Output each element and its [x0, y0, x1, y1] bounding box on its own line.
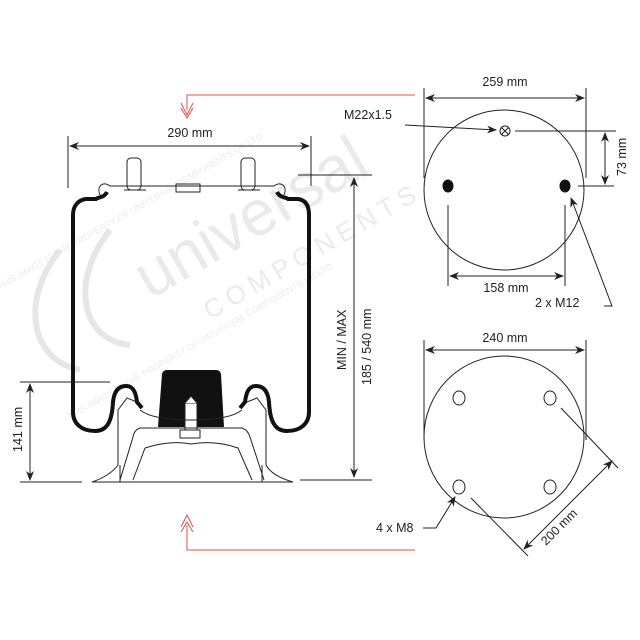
offset-label: 73 mm: [615, 138, 629, 176]
piston-height-dimension: 141 mm: [11, 381, 110, 483]
air-fitting-label: M22x1.5: [344, 108, 392, 122]
bolt-hole: [543, 390, 557, 406]
top-diameter-label: 259 mm: [482, 75, 527, 89]
stud-hole-right: [559, 179, 571, 193]
height-dimension: MIN / MAX 185 / 540 mm: [298, 174, 374, 481]
air-fitting: [175, 183, 201, 193]
bolt-circle-label: 200 mm: [538, 506, 580, 548]
bolt-hole: [452, 479, 466, 495]
studs-label: 2 x M12: [535, 296, 580, 310]
width-label: 290 mm: [167, 126, 212, 140]
height-label: 185 / 540 mm: [360, 309, 374, 385]
bolt-hole: [452, 390, 466, 406]
piston-height-label: 141 mm: [11, 407, 25, 452]
top-red-arrow: [180, 94, 415, 119]
bolts-label: 4 x M8: [376, 521, 414, 535]
top-plate-view: 259 mm M22x1.5 73 mm 158 mm 2 x M12: [344, 75, 629, 310]
bottom-red-arrow: [180, 513, 415, 551]
width-dimension: 290 mm: [67, 126, 312, 188]
air-spring-side-view: [71, 157, 311, 483]
stud-spacing-label: 158 mm: [483, 281, 528, 295]
bottom-diameter-label: 240 mm: [482, 331, 527, 345]
air-fitting-symbol: [499, 125, 511, 137]
bottom-plate-view: 240 mm 200 mm 4 x M8: [376, 331, 619, 557]
height-label-top: MIN / MAX: [335, 309, 349, 370]
stud-left: [126, 157, 142, 191]
stud-hole-left: [442, 179, 454, 193]
bolt-hole: [543, 479, 557, 495]
